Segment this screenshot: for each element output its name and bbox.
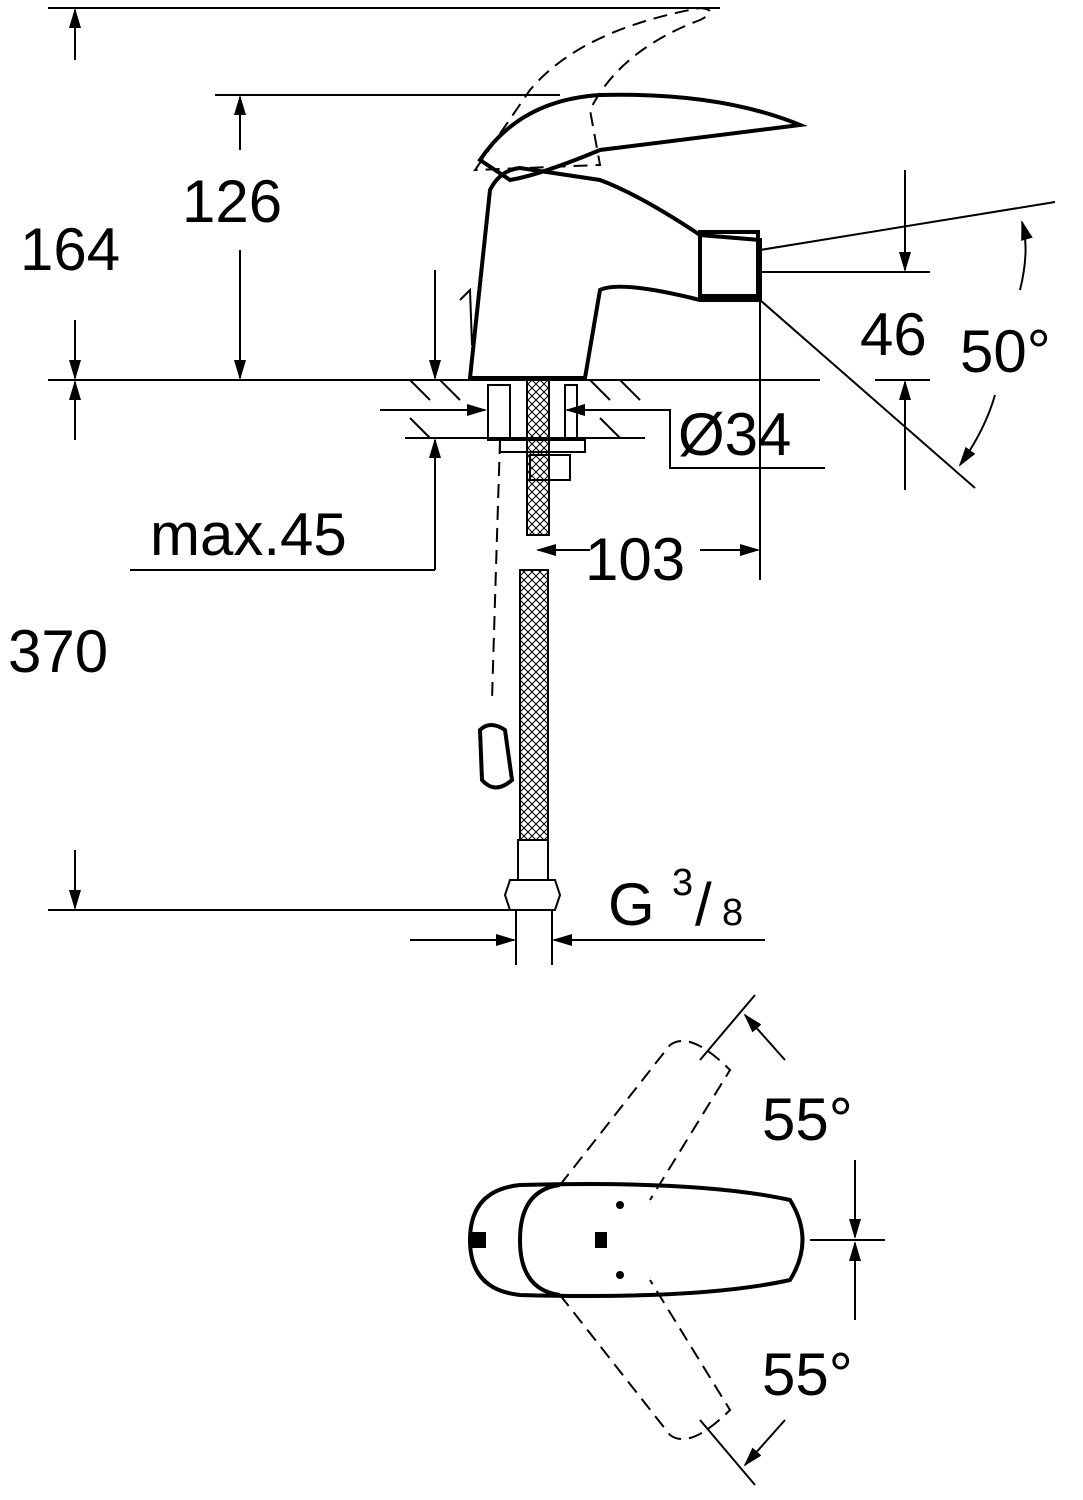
label-lever-angle-bottom: 55°: [762, 1341, 853, 1408]
label-lever-angle-top: 55°: [762, 1086, 853, 1153]
flexible-hose: [519, 569, 549, 841]
label-spout-angle: 50°: [960, 318, 1051, 385]
label-thread-slash: /: [695, 871, 712, 938]
faucet-side-view: [459, 6, 808, 380]
label-thread-numerator: 3: [672, 862, 693, 904]
dimension-lines: [48, 7, 1056, 946]
label-thread-letter: G: [608, 871, 655, 938]
label-spout-height: 46: [860, 301, 927, 368]
faucet-top-view: [467, 994, 885, 1486]
spout-aerator: [698, 230, 760, 298]
label-hose-length: 370: [8, 618, 108, 685]
label-hole-diameter: Ø34: [678, 401, 791, 468]
lever-raised-position: [473, 6, 711, 172]
pop-up-knob: [477, 723, 515, 790]
label-spout-projection: 103: [585, 526, 685, 593]
label-max-counter: max.45: [150, 501, 347, 568]
lever: [477, 92, 808, 183]
label-handle-height: 126: [182, 168, 282, 235]
label-total-height: 164: [20, 216, 120, 283]
countertop: [48, 379, 820, 965]
label-thread-denominator: 8: [722, 892, 743, 934]
